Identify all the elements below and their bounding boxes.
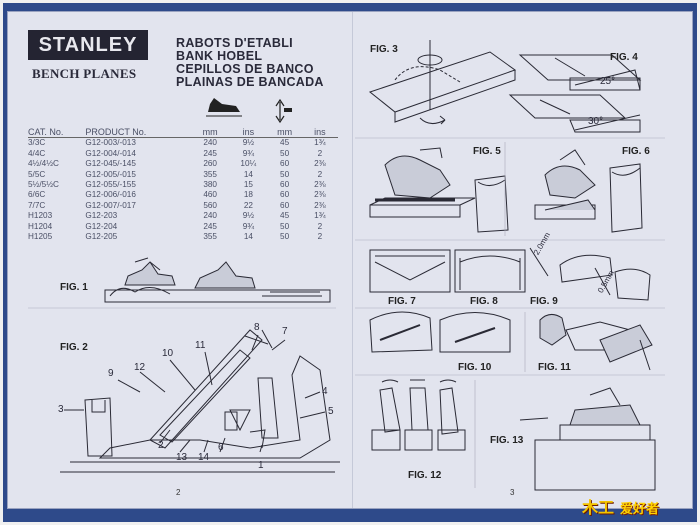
part-number-2: 2 [158,440,164,451]
fig8-illustration [454,249,526,293]
page-number-left: 2 [176,488,181,497]
part-number-9: 9 [108,368,114,379]
part-number-1: 1 [258,460,264,471]
fig5-label: FIG. 5 [473,146,501,157]
subtitle: BENCH PLANES [32,66,137,81]
fig12-label: FIG. 12 [408,470,442,481]
angle-30: 30° [588,116,604,127]
watermark-woodwork: 木工 [582,500,615,517]
part-number-11: 11 [195,340,206,351]
angle-25: 25° [600,76,616,87]
header-width-ins: ins [301,127,338,139]
header-product: PRODUCT No. [85,127,192,139]
header-cat: CAT. No. [28,127,86,139]
fig12-illustration [371,379,466,451]
fig11-label: FIG. 11 [538,362,571,373]
page-number-right: 3 [510,488,515,497]
fig2-illustration [60,329,340,473]
fig10-label: FIG. 10 [458,362,492,373]
part-number-8: 8 [254,322,260,333]
title-fr: RABOTS D'ETABLI [176,36,293,50]
part-number-7: 7 [282,326,288,337]
part-number-3: 3 [58,404,64,415]
table-header: CAT. No. PRODUCT No. mm ins mm ins [28,127,338,139]
page-fold [352,12,353,508]
fig5-illustration [369,147,509,233]
fig3-label: FIG. 3 [370,44,398,55]
fig3-illustration [368,40,517,125]
fig9-label: FIG. 9 [530,296,558,307]
part-number-4: 4 [322,386,328,397]
part-number-12: 12 [134,362,146,373]
watermark-enthusiast: 爱好者 [620,501,660,516]
part-number-10: 10 [162,348,174,359]
fig9-illustration [529,247,651,301]
plane-length-icon [206,98,242,117]
blade-width-icon [275,98,292,124]
fig13-label: FIG. 13 [490,435,524,446]
part-number-14: 14 [198,452,210,463]
title-pt: PLAINAS DE BANCADA [176,75,324,89]
fig6-illustration [534,149,643,233]
part-number-13: 13 [176,452,188,463]
title-de: BANK HOBEL [176,49,263,63]
fig13-illustration [519,387,656,491]
fig7-illustration [369,249,451,293]
title-es: CEPILLOS DE BANCO [176,62,314,76]
fig2-label: FIG. 2 [60,342,88,353]
header-length-ins: ins [229,127,268,139]
header-length-mm: mm [191,127,230,139]
fig7-label: FIG. 7 [388,296,416,307]
part-number-6: 6 [218,442,224,453]
fig8-label: FIG. 8 [470,296,498,307]
part-number-5: 5 [328,406,334,417]
fig10-illustration [369,311,511,353]
fig11-illustration [539,314,653,371]
stanley-logo: STANLEY [28,30,148,60]
fig6-label: FIG. 6 [622,146,650,157]
fig4-label: FIG. 4 [610,52,638,63]
fig1-label: FIG. 1 [60,282,88,293]
fig1-illustration [104,257,331,303]
header-width-mm: mm [267,127,302,139]
fig4-illustration [508,54,642,133]
